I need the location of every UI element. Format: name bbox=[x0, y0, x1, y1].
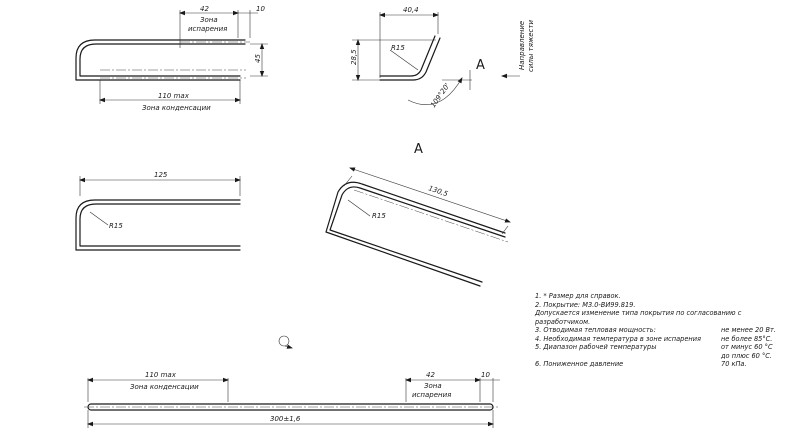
gravity-label: силы тяжести bbox=[527, 20, 535, 72]
zone-cond-label: Зона конденсации bbox=[130, 383, 199, 391]
bend-detail: 40,4 28,5 R15 109°20' A Направление силы… bbox=[350, 6, 535, 109]
dim-45: 45 bbox=[254, 54, 262, 63]
top-left-view: 42 10 Зона испарения 45 110 max Зона кон… bbox=[75, 5, 268, 112]
bend-radius: R15 bbox=[372, 212, 386, 220]
bottom-view: 110 max Зона конденсации 42 10 Зона испа… bbox=[84, 371, 500, 428]
bend-radius: R15 bbox=[109, 222, 123, 230]
heat-pipe-outer bbox=[379, 37, 441, 81]
note-1: 1. * Размер для справок. bbox=[535, 292, 621, 300]
dim-130-5: 130,5 bbox=[427, 184, 449, 198]
mid-left-view: 125 R15 bbox=[75, 171, 241, 251]
dim-125: 125 bbox=[154, 171, 168, 179]
zone-evap-label: испарения bbox=[188, 25, 227, 33]
note-3: 3. Отводимая тепловая мощность: не менее… bbox=[535, 326, 785, 335]
note-3-value: не менее 20 Вт. bbox=[721, 326, 776, 334]
zone-evap-label: испарения bbox=[412, 391, 451, 399]
dim-110: 110 max bbox=[145, 371, 177, 379]
orientation-symbol bbox=[278, 335, 293, 349]
note-4: 4. Необходимая температура в зоне испаре… bbox=[535, 335, 785, 344]
heat-pipe-inner bbox=[79, 203, 241, 247]
mid-right-view: 130,5 R15 bbox=[325, 167, 511, 287]
note-5-cont: до плюс 60 °С. bbox=[535, 352, 785, 361]
note-4-label: 4. Необходимая температура в зоне испаре… bbox=[535, 334, 701, 343]
note-6-label: 6. Пониженное давление bbox=[535, 360, 624, 368]
note-4-value: не более 85°С. bbox=[721, 334, 773, 343]
note-2-extra: Допускается изменение типа покрытия по с… bbox=[535, 309, 742, 317]
heat-pipe-outer bbox=[75, 199, 241, 251]
dim-10: 10 bbox=[256, 5, 265, 13]
zone-evap-label: Зона bbox=[424, 382, 442, 390]
bend-radius: R15 bbox=[391, 44, 405, 52]
zone-evap-label: Зона bbox=[200, 16, 218, 24]
dim-42: 42 bbox=[426, 371, 435, 379]
note-3-label: 3. Отводимая тепловая мощность: bbox=[535, 326, 656, 334]
note-5-value: от минус 60 °С bbox=[721, 343, 773, 351]
angle-arc bbox=[407, 77, 463, 105]
note-2: 2. Покрытие: М3.0-ВИ99.819. bbox=[535, 300, 636, 309]
dim-total: 300±1,6 bbox=[270, 415, 301, 423]
view-letter: A bbox=[476, 58, 485, 73]
zone-cond-label: Зона конденсации bbox=[142, 104, 211, 112]
dim-42: 42 bbox=[200, 5, 209, 13]
heat-pipe-inner bbox=[325, 181, 506, 287]
heat-pipe-inner bbox=[379, 35, 436, 77]
note-5-label: 5. Диапазон рабочей температуры bbox=[535, 343, 657, 351]
note-6: 6. Пониженное давление 70 кПа. bbox=[535, 360, 785, 369]
dim-40-4: 40,4 bbox=[403, 6, 419, 14]
gravity-label: Направление bbox=[518, 21, 526, 70]
note-5-value: до плюс 60 °С. bbox=[721, 351, 772, 360]
dim-10: 10 bbox=[481, 371, 490, 379]
technical-notes: 1. * Размер для справок. 2. Покрытие: М3… bbox=[535, 292, 785, 369]
note-2-extra: разработчиком. bbox=[535, 317, 591, 326]
dim-110: 110 max bbox=[158, 92, 190, 100]
heat-pipe-outer bbox=[329, 186, 506, 283]
heat-pipe-outer bbox=[75, 39, 246, 81]
note-5: 5. Диапазон рабочей температуры от минус… bbox=[535, 343, 785, 352]
view-a-title: A bbox=[414, 142, 423, 157]
dim-28-5: 28,5 bbox=[350, 49, 358, 65]
heat-pipe-inner bbox=[79, 43, 246, 77]
note-6-value: 70 кПа. bbox=[721, 360, 747, 368]
